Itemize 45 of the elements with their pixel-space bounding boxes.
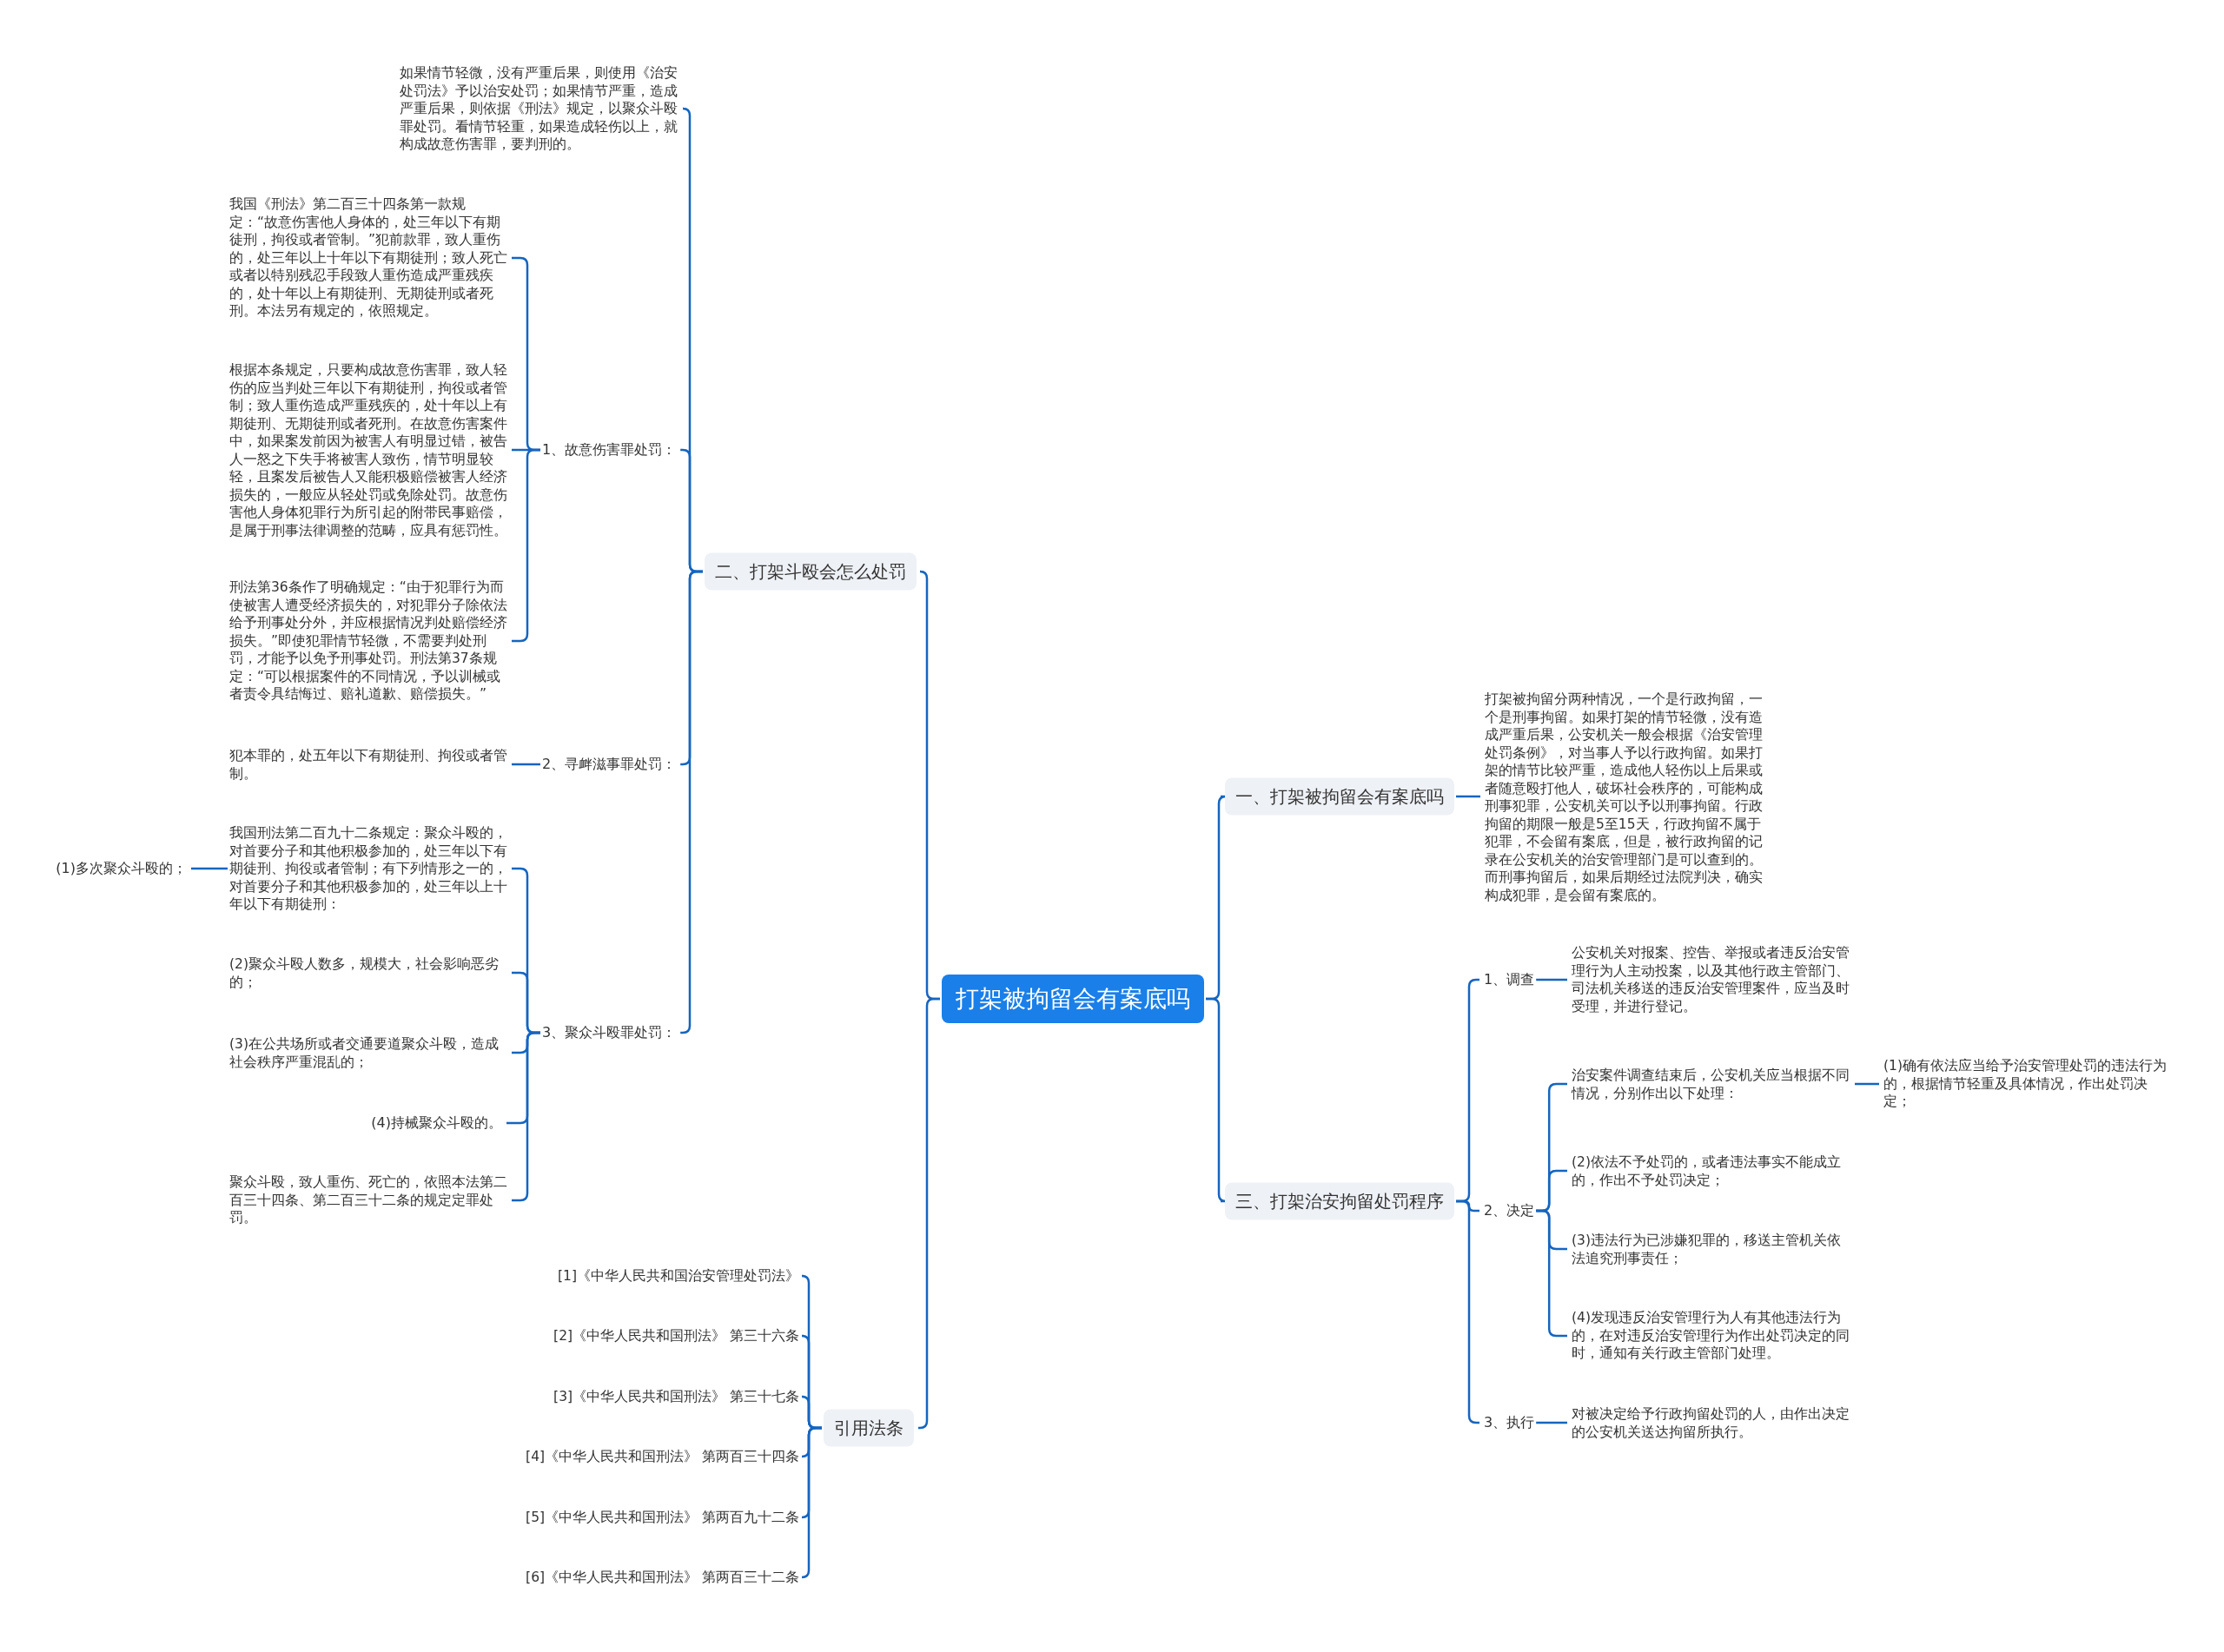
- paragraph-text: 如果情节轻微，没有严重后果，则使用《治安处罚法》予以治安处罚；如果情节严重，造成严重后果，则依据《刑法》规定，以聚众斗殴罪处罚。看情节轻重，如果造成轻伤以上，就构成故意伤害罪，要判刑的。: [400, 63, 679, 154]
- connector-line: [512, 763, 540, 766]
- connector-line: [1536, 978, 1567, 981]
- connector-line: [917, 997, 940, 1430]
- paragraph-text: 我国《刑法》第二百三十四条第一款规定：“故意伤害他人身体的，处三年以下有期徒刑，拘役或者管制。”犯前款罪，致人重伤的，处三年以上十年以下有期徒刑；致人死亡或者以特别残忍手段致人重伤造成严重残疾的，处十年以上有期徒刑、无期徒刑或者死刑。本法另有规定的，依照规定。: [229, 195, 507, 320]
- subtopic-text: 1、调查: [1484, 970, 1535, 989]
- paragraph-text: 公安机关对报案、控告、举报或者违反治安管理行为人主动投案，以及其他行政主管部门、司法机关移送的违反治安管理案件，应当及时受理，并进行登记。: [1572, 944, 1853, 1015]
- paragraph-text: 对被决定给予行政拘留处罚的人，由作出决定的公安机关送达拘留所执行。: [1572, 1404, 1853, 1441]
- list-item-text: (4)持械聚众斗殴的。: [371, 1113, 502, 1133]
- citation-text: [3]《中华人民共和国刑法》 第三十七条: [553, 1387, 799, 1406]
- connector-line: [191, 867, 228, 870]
- topic-box: 三、打架治安拘留处罚程序: [1225, 1182, 1454, 1220]
- citation-text: [1]《中华人民共和国治安管理处罚法》: [558, 1266, 799, 1285]
- paragraph-text: 治安案件调查结束后，公安机关应当根据不同情况，分别作出以下处理：: [1572, 1066, 1853, 1102]
- citation-text: [6]《中华人民共和国刑法》 第两百三十二条: [526, 1568, 799, 1587]
- list-item-text: (3)在公共场所或者交通要道聚众斗殴，造成社会秩序严重混乱的；: [229, 1034, 507, 1071]
- subtopic-text: 3、执行: [1484, 1413, 1535, 1432]
- citation-text: [2]《中华人民共和国刑法》 第三十六条: [553, 1326, 799, 1345]
- list-item-text: (3)违法行为已涉嫌犯罪的，移送主管机关依法追究刑事责任；: [1572, 1231, 1853, 1267]
- paragraph-text: 犯本罪的，处五年以下有期徒刑、拘役或者管制。: [229, 746, 507, 783]
- subtopic-text: 2、寻衅滋事罪处罚：: [542, 755, 677, 774]
- connector-line: [1855, 1082, 1879, 1086]
- paragraph-text: 根据本条规定，只要构成故意伤害罪，致人轻伤的应当判处三年以下有期徒刑，拘役或者管制；致人重伤造成严重残疾的，处十年以上有期徒刑、无期徒刑或者死刑。在故意伤害案件中，如果案发前因为被害人有明显过错，被告人一怒之下失手将被害人致伤，情节明显较轻，且案发后被告人又能积极赔偿被害人经济损失的，一般应从轻处罚或免除处罚。故意伤害他人身体犯罪行为所引起的附带民事赔偿，是属于刑事法律调整的范畴，应具有惩罚性。: [229, 360, 507, 539]
- root-topic-box: 打架被拘留会有案底吗: [942, 975, 1204, 1023]
- list-item-text: (1)确有依法应当给予治安管理处罚的违法行为的，根据情节轻重及具体情况，作出处罚决定；: [1883, 1057, 2170, 1111]
- topic-box: 二、打架斗殴会怎么处罚: [705, 552, 917, 591]
- topic-box: 引用法条: [824, 1409, 914, 1447]
- list-item-text: (2)聚众斗殴人数多，规模大，社会影响恶劣的；: [229, 955, 507, 991]
- topic-box: 一、打架被拘留会有案底吗: [1225, 777, 1454, 816]
- citation-text: [5]《中华人民共和国刑法》 第两百九十二条: [526, 1508, 799, 1527]
- connector-line: [1536, 1421, 1567, 1424]
- subtopic-text: 2、决定: [1484, 1201, 1535, 1220]
- subtopic-text: 3、聚众斗殴罪处罚：: [542, 1023, 677, 1042]
- list-item-text: (2)依法不予处罚的，或者违法事实不能成立的，作出不予处罚决定；: [1572, 1153, 1853, 1189]
- connector-line: [800, 1426, 822, 1579]
- paragraph-text: 打架被拘留分两种情况，一个是行政拘留，一个是刑事拘留。如果打架的情节轻微，没有造成严重后果，公安机关一般会根据《治安管理处罚条例》，对当事人予以行政拘留。如果打架的情节比较严重，造成他人轻伤以上后果或者随意殴打他人，破坏社会秩序的，可能构成刑事犯罪，公安机关可以予以刑事拘留。行政拘留的期限一般是5至15天，行政拘留不属于犯罪，不会留有案底，但是，被行政拘留的记录在公安机关的治安管理部门是可以查到的。而刑事拘留后，如果后期经过法院判决，确实构成犯罪，是会留有案底的。: [1485, 691, 1766, 904]
- paragraph-text: 聚众斗殴，致人重伤、死亡的，依照本法第二百三十四条、第二百三十二条的规定定罪处罚。: [229, 1173, 507, 1227]
- list-item-text: (4)发现违反治安管理行为人有其他违法行为的，在对违反治安管理行为作出处罚决定的同时，通知有关行政主管部门处理。: [1572, 1309, 1853, 1363]
- citation-text: [4]《中华人民共和国刑法》 第两百三十四条: [526, 1447, 799, 1466]
- subtopic-text: 1、故意伤害罪处罚：: [542, 440, 677, 459]
- paragraph-text: 刑法第36条作了明确规定：“由于犯罪行为而使被害人遭受经济损失的，对犯罪分子除依法给予刑事处分外，并应根据情况判处赔偿经济损失。”即使犯罪情节轻微，不需要判处刑罚，才能予以免予刑事处罚。刑法第37条规定：“可以根据案件的不同情况，予以训械或者责令具结悔过、赔礼道歉、赔偿损失。”: [229, 578, 507, 704]
- connector-line: [680, 570, 703, 1034]
- list-item-text: (1)多次聚众斗殴的；: [56, 859, 187, 878]
- connector-line: [1456, 795, 1480, 798]
- paragraph-text: 我国刑法第二百九十二条规定：聚众斗殴的，对首要分子和其他积极参加的，处三年以下有期徒刑、拘役或者管制；有下列情形之一的，对首要分子和其他积极参加的，处三年以上十年以下有期徒刑：: [229, 823, 507, 914]
